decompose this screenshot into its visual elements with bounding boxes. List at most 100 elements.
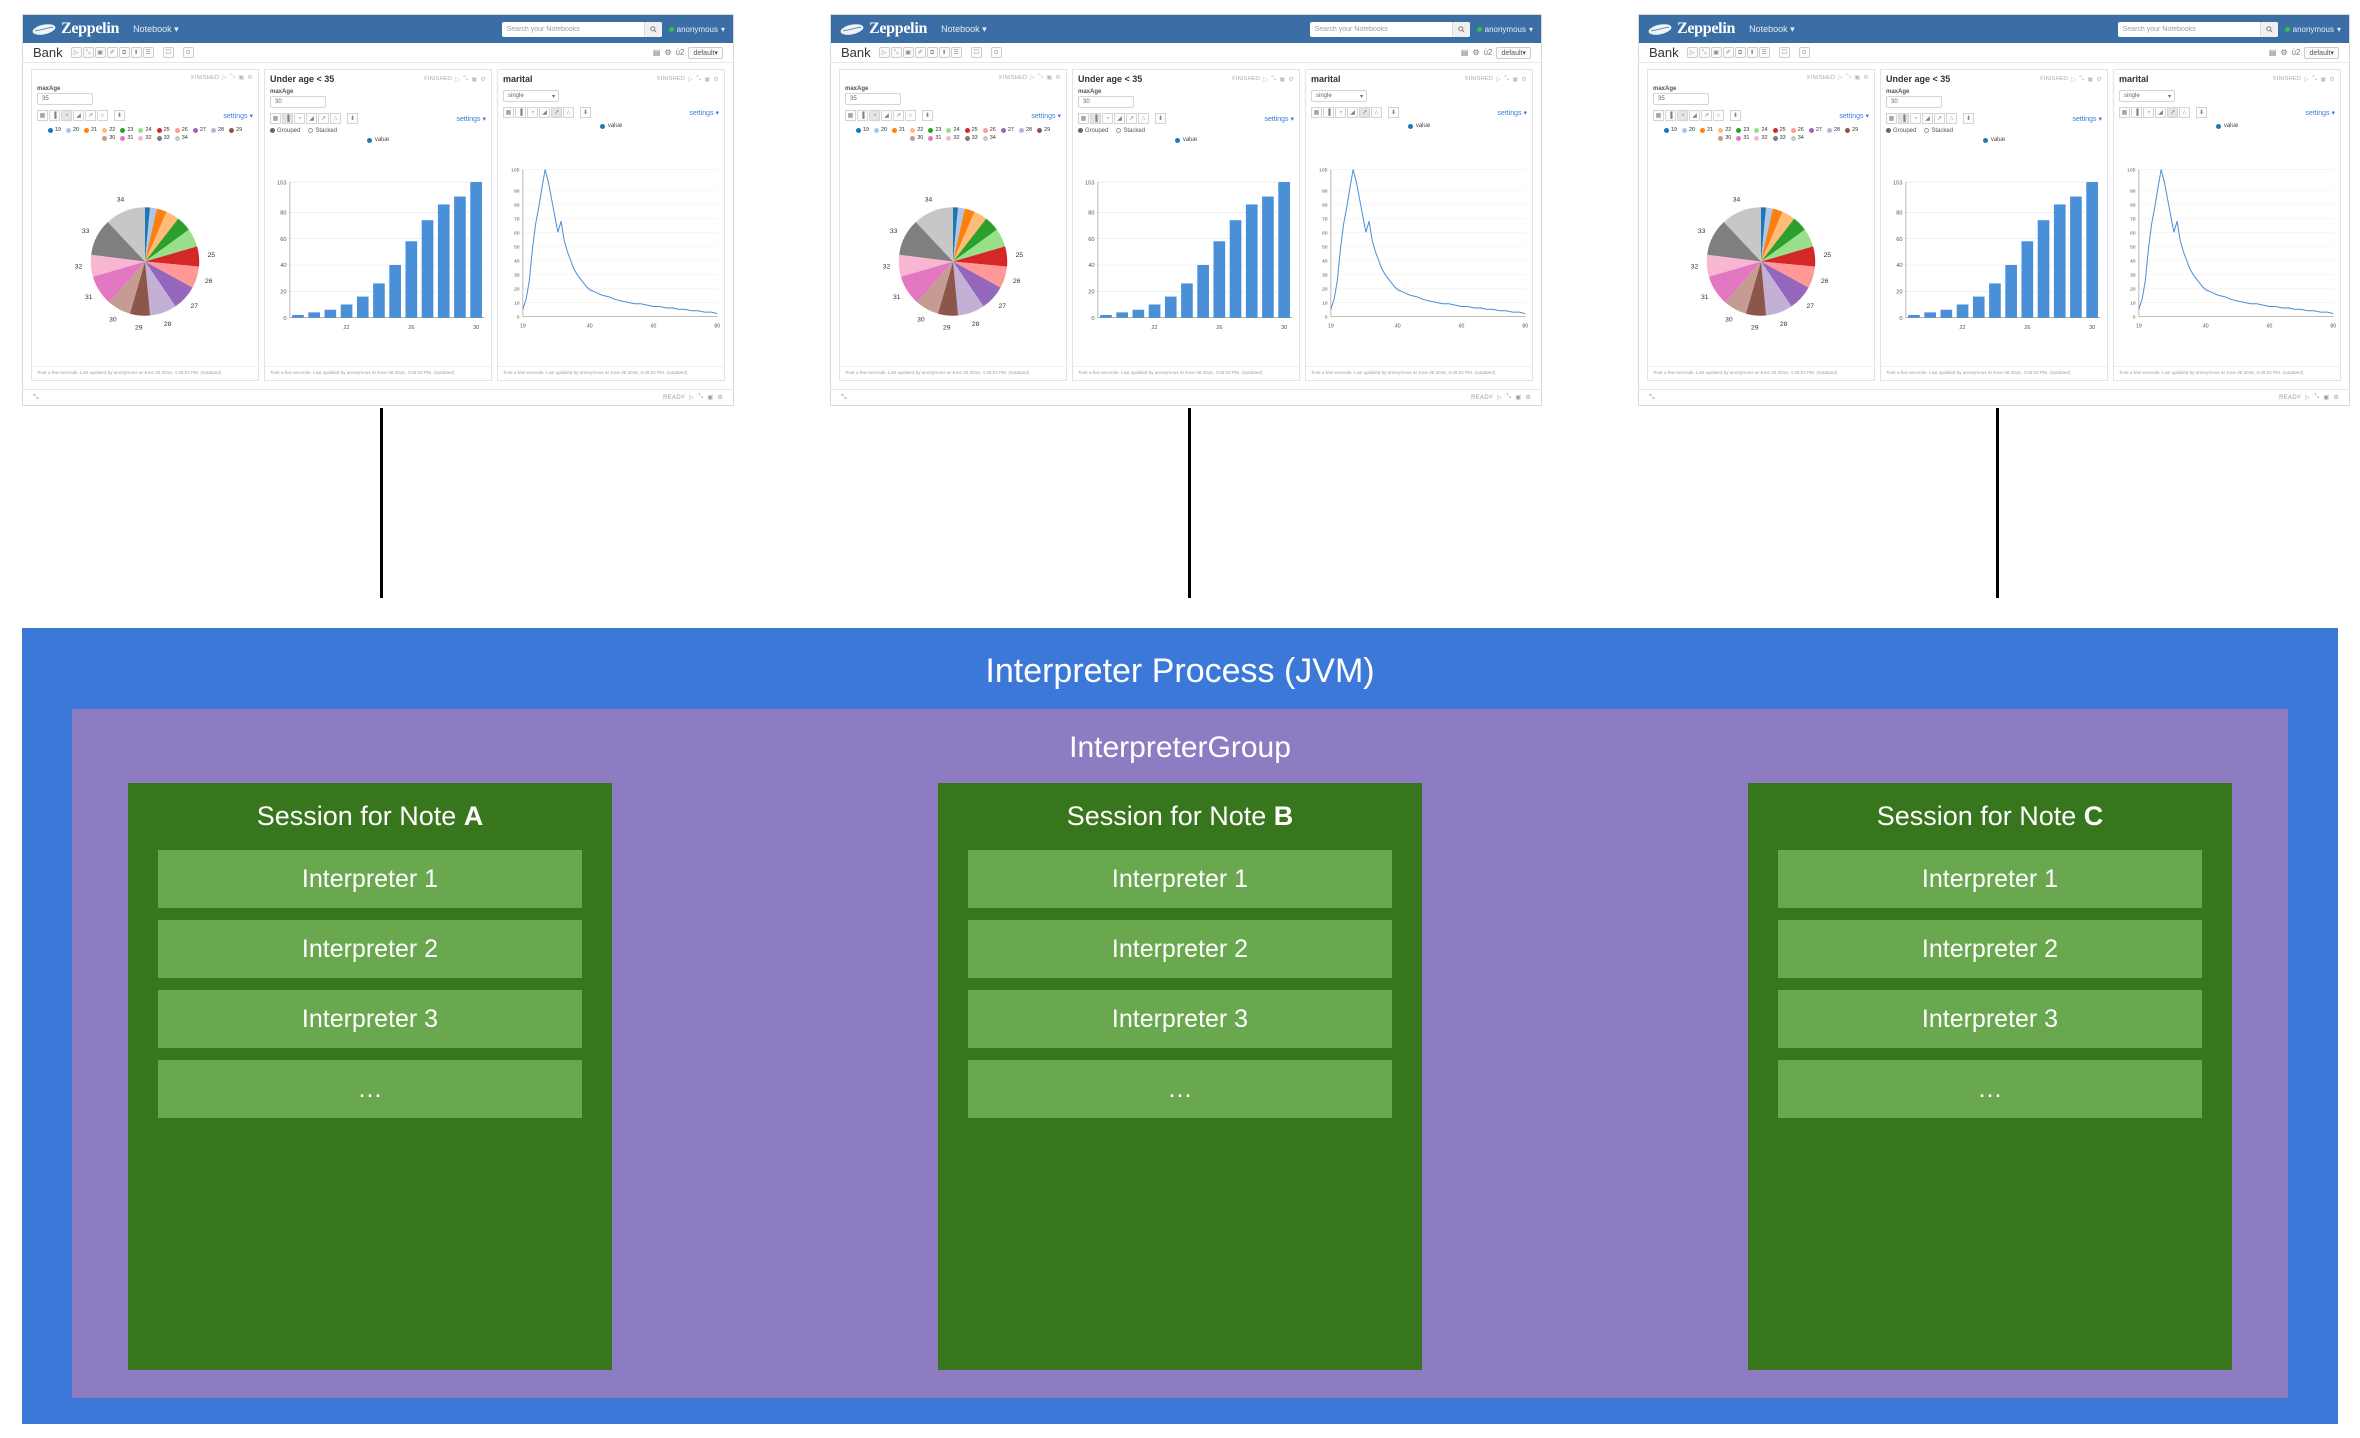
chart-type-scatter[interactable]: ∴ xyxy=(97,110,108,121)
gear-icon[interactable]: ⚙ xyxy=(664,47,672,57)
chart-download[interactable]: ⬇ xyxy=(580,107,591,118)
legend-item[interactable]: 29 xyxy=(229,127,242,133)
chart-type-scatter[interactable]: ∴ xyxy=(1138,113,1149,124)
expand-icon[interactable]: ⤡ xyxy=(1271,75,1277,82)
chart-type-scatter[interactable]: ∴ xyxy=(1946,113,1957,124)
output-icon[interactable]: ▣ xyxy=(1515,395,1522,401)
commit-note-icon[interactable]: ☰ xyxy=(950,47,962,58)
expand-icon[interactable]: ⤡ xyxy=(1038,74,1044,80)
chart-type-table[interactable]: ▦ xyxy=(1078,113,1089,124)
legend-item[interactable]: 19 xyxy=(47,127,61,133)
legend-item[interactable]: 26 xyxy=(174,127,188,133)
search-input[interactable]: Search your Notebooks xyxy=(1309,21,1470,37)
form-select[interactable]: single▾ xyxy=(503,90,559,102)
chart-settings-link[interactable]: settings ▾ xyxy=(1839,112,1869,120)
chart-type-area[interactable]: ◢ xyxy=(2155,107,2166,118)
legend-item[interactable]: 26 xyxy=(1790,127,1804,133)
settings-icon[interactable]: ⚙ xyxy=(2333,395,2339,401)
radio-grouped[interactable]: Grouped xyxy=(1078,128,1108,134)
chart-type-line[interactable]: ↗ xyxy=(318,113,329,124)
clear-output-icon[interactable]: ✐ xyxy=(106,47,118,58)
paragraph-menu-icon[interactable]: ⚙ xyxy=(247,75,253,81)
paragraph-menu-icon[interactable]: ⚙ xyxy=(1055,75,1061,81)
form-input[interactable]: 30 xyxy=(1078,96,1134,108)
chart-download[interactable]: ⬇ xyxy=(1730,110,1741,121)
clear-output-icon[interactable]: ✐ xyxy=(1722,47,1734,58)
legend-item[interactable]: 29 xyxy=(1845,127,1858,133)
run-paragraph-icon[interactable]: ▷ xyxy=(689,395,695,401)
paragraph-menu-icon[interactable]: ⚙ xyxy=(713,76,719,83)
note-list-icon[interactable]: ▤ xyxy=(652,47,661,57)
radio-stacked[interactable]: Stacked xyxy=(1924,128,1953,134)
legend-item[interactable]: 34 xyxy=(1790,135,1804,141)
legend-item[interactable]: 26 xyxy=(982,127,996,133)
search-icon[interactable] xyxy=(1451,21,1470,37)
chart-type-scatter[interactable]: ∴ xyxy=(1371,107,1382,118)
legend-item[interactable]: 30 xyxy=(1718,135,1731,141)
legend-item[interactable]: 27 xyxy=(1808,127,1822,133)
legend-item[interactable]: 25 xyxy=(156,127,170,133)
chart-type-bar[interactable]: ▐ xyxy=(1090,113,1101,124)
commit-note-icon[interactable]: ☰ xyxy=(1758,47,1770,58)
chart-settings-link[interactable]: settings ▾ xyxy=(1497,109,1527,117)
legend-item[interactable]: 22 xyxy=(1718,127,1731,133)
legend-item[interactable]: 33 xyxy=(1772,135,1786,141)
legend-item[interactable]: 20 xyxy=(1681,127,1695,133)
chart-type-table[interactable]: ▦ xyxy=(1311,107,1322,118)
chart-type-pie[interactable]: ◔ xyxy=(1335,107,1346,118)
legend-item[interactable]: 28 xyxy=(210,127,224,133)
search-icon[interactable] xyxy=(643,21,662,37)
radio-stacked[interactable]: Stacked xyxy=(1116,128,1145,134)
run-paragraph-icon[interactable]: ▷ xyxy=(2304,76,2310,83)
show-hide-output-icon[interactable]: ▣ xyxy=(94,47,106,58)
legend-item[interactable]: 31 xyxy=(120,135,133,141)
legend-item[interactable]: 25 xyxy=(964,127,978,133)
chart-type-table[interactable]: ▦ xyxy=(270,113,281,124)
legend-item[interactable]: 22 xyxy=(102,127,115,133)
resize-handle-icon[interactable]: ⤡ xyxy=(1649,393,1655,401)
chart-type-pie[interactable]: ◔ xyxy=(1910,113,1921,124)
show-hide-output-icon[interactable]: ▣ xyxy=(902,47,914,58)
expand-icon[interactable]: ⤡ xyxy=(1504,75,1510,82)
expand-icon[interactable]: ⤡ xyxy=(2314,394,2320,400)
run-paragraph-icon[interactable]: ▷ xyxy=(1030,75,1036,81)
output-icon[interactable]: ▣ xyxy=(238,75,245,81)
run-paragraph-icon[interactable]: ▷ xyxy=(1263,76,1269,83)
interpreter-binding-select[interactable]: default▾ xyxy=(688,46,723,59)
trash-icon[interactable]: ☐ xyxy=(970,47,982,58)
chart-type-line[interactable]: ↗ xyxy=(1359,107,1370,118)
legend-item[interactable]: 21 xyxy=(1700,127,1713,133)
chart-type-table[interactable]: ▦ xyxy=(1886,113,1897,124)
chart-type-line[interactable]: ↗ xyxy=(893,110,904,121)
show-hide-code-icon[interactable]: ⤡ xyxy=(1698,47,1710,58)
export-note-icon[interactable]: ⬆ xyxy=(938,47,950,58)
chart-type-scatter[interactable]: ∴ xyxy=(1713,110,1724,121)
legend-item[interactable]: 29 xyxy=(1037,127,1050,133)
commit-note-icon[interactable]: ☰ xyxy=(142,47,154,58)
chart-type-pie[interactable]: ◔ xyxy=(294,113,305,124)
form-select[interactable]: single▾ xyxy=(2119,90,2175,102)
expand-icon[interactable]: ⤡ xyxy=(696,75,702,82)
chart-type-area[interactable]: ◢ xyxy=(1689,110,1700,121)
run-all-icon[interactable]: ▷ xyxy=(70,47,82,58)
legend-item[interactable]: 23 xyxy=(928,127,941,133)
settings-icon[interactable]: ⚙ xyxy=(717,395,723,401)
form-input[interactable]: 35 xyxy=(845,93,901,105)
chart-type-line[interactable]: ↗ xyxy=(1701,110,1712,121)
note-list-icon[interactable]: ▤ xyxy=(2268,47,2277,57)
legend-item[interactable]: 22 xyxy=(910,127,923,133)
chart-download[interactable]: ⬇ xyxy=(1388,107,1399,118)
gear-icon[interactable]: ⚙ xyxy=(1472,47,1480,57)
output-icon[interactable]: ▣ xyxy=(704,76,711,83)
chart-settings-link[interactable]: settings ▾ xyxy=(1264,115,1294,123)
chart-type-line[interactable]: ↗ xyxy=(1934,113,1945,124)
legend-item[interactable]: 33 xyxy=(156,135,170,141)
chart-type-pie[interactable]: ◔ xyxy=(1677,110,1688,121)
legend-item[interactable]: 19 xyxy=(855,127,869,133)
legend-item[interactable]: 23 xyxy=(120,127,133,133)
chart-type-area[interactable]: ◢ xyxy=(1114,113,1125,124)
legend-item[interactable]: 27 xyxy=(1000,127,1014,133)
output-icon[interactable]: ▣ xyxy=(1854,75,1861,81)
